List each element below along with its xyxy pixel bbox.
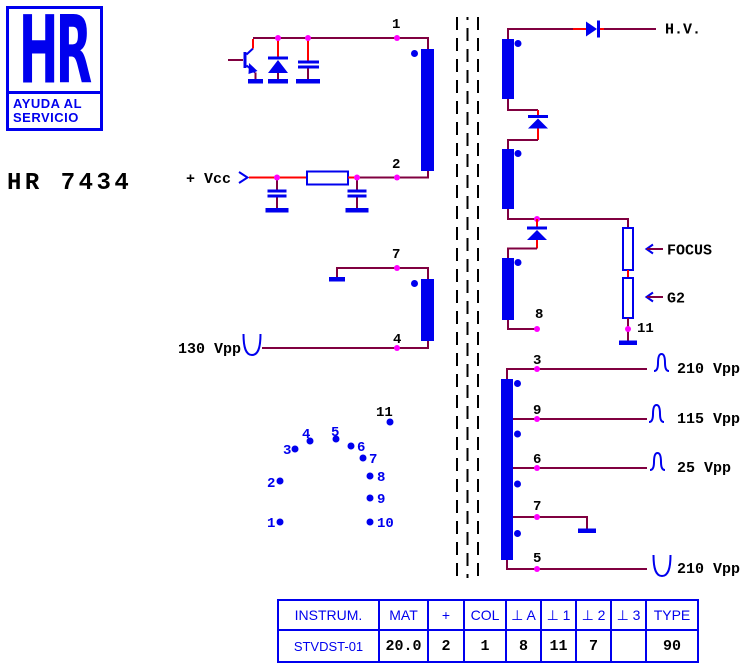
- hv-stack-diode-2: [507, 219, 547, 258]
- vpp210-bottom-label: 210 Vpp: [677, 561, 740, 578]
- pin-layout-label-11: 11: [376, 405, 393, 421]
- pin-8-label: 8: [535, 307, 543, 323]
- g2-label: G2: [667, 291, 685, 308]
- spec-table: INSTRUM. MAT + COL ⊥ A ⊥ 1 ⊥ 2 ⊥ 3 TYPE …: [277, 599, 699, 663]
- vpp210-top-label: 210 Vpp: [677, 361, 740, 378]
- winding-7-4-circuit: [262, 265, 434, 351]
- header-col: COL: [463, 599, 507, 631]
- hv-diode-icon: [586, 21, 597, 37]
- pin-layout-label-7: 7: [369, 452, 377, 468]
- hr-logo-subtitle-line1: AYUDA AL: [13, 96, 83, 111]
- header-gnd-2: ⊥ 2: [575, 599, 612, 631]
- hv-label: H.V.: [665, 22, 701, 39]
- negative-pulse-waveform-icon: [652, 554, 672, 578]
- primary-top-rail: [253, 37, 429, 49]
- pin-layout-dot-1: [276, 518, 284, 526]
- value-type: 90: [645, 629, 699, 663]
- primary-winding-1-2: [411, 49, 434, 171]
- tuning-capacitor-icon: [296, 39, 320, 84]
- vpp130-label: 130 Vpp: [178, 341, 241, 358]
- hv-winding-2: [502, 149, 629, 228]
- pin-1-label: 1: [392, 17, 400, 33]
- pin-layout-dot-6: [347, 442, 355, 450]
- hv-winding-3-pin-8: [502, 258, 540, 332]
- hr-logo-subtitle: AYUDA AL SERVICIO: [9, 91, 100, 128]
- pin-layout-dot-10: [366, 518, 374, 526]
- value-instrum: STVDST-01: [277, 629, 380, 663]
- pin-layout-label-2: 2: [267, 476, 275, 492]
- pin-layout-dot-3: [291, 445, 299, 453]
- pin-4-label: 4: [393, 332, 401, 348]
- hr-logo-letters: HR: [9, 9, 100, 91]
- pin-layout-label-6: 6: [357, 440, 365, 456]
- pin-layout-dot-8: [366, 472, 374, 480]
- vcc-label: + Vcc: [186, 171, 231, 188]
- vpp115-label: 115 Vpp: [677, 411, 740, 428]
- value-gnd-a: 8: [505, 629, 542, 663]
- value-col: 1: [463, 629, 507, 663]
- value-gnd-1: 11: [540, 629, 577, 663]
- focus-potentiometer-icon: [622, 227, 634, 271]
- spec-table-header-row: INSTRUM. MAT + COL ⊥ A ⊥ 1 ⊥ 2 ⊥ 3 TYPE: [277, 599, 699, 631]
- vpp25-label: 25 Vpp: [677, 460, 731, 477]
- focus-g2-divider: [619, 227, 663, 345]
- hr-logo-text: HR: [19, 9, 92, 91]
- header-mat: MAT: [378, 599, 429, 631]
- value-gnd-3: [610, 629, 647, 663]
- value-plus: 2: [427, 629, 465, 663]
- pin-layout-label-9: 9: [377, 492, 385, 508]
- negative-pulse-waveform-icon: [242, 333, 262, 357]
- pin-11-label: 11: [637, 321, 654, 337]
- hr-logo: HR AYUDA AL SERVICIO: [6, 6, 103, 131]
- pin-7-left-label: 7: [392, 247, 400, 263]
- pin-layout-label-1: 1: [267, 516, 275, 532]
- pin-layout-dot-11: [386, 418, 394, 426]
- pin-layout-dot-9: [366, 494, 374, 502]
- positive-pulse-waveform-icon: [649, 451, 666, 471]
- focus-label: FOCUS: [667, 243, 712, 260]
- feed-resistor-icon: [306, 170, 349, 186]
- damper-diode-icon: [268, 39, 288, 84]
- focus-arrow-icon: [644, 243, 654, 255]
- transistor-icon: [228, 39, 263, 84]
- pin-7-right-label: 7: [533, 499, 541, 515]
- pin-layout-label-4: 4: [302, 427, 310, 443]
- pin-layout-label-10: 10: [377, 516, 394, 532]
- positive-pulse-waveform-icon: [648, 403, 665, 423]
- pin-layout-diagram: 1 2 34 5 678 9 10 11: [267, 405, 394, 532]
- transformer-core-icon: [456, 17, 479, 578]
- pin-3-label: 3: [533, 353, 541, 369]
- spec-table-value-row: STVDST-01 20.0 2 1 8 11 7 90: [277, 629, 699, 663]
- hr-logo-subtitle-line2: SERVICIO: [13, 110, 79, 125]
- pin-5-label: 5: [533, 551, 541, 567]
- header-plus: +: [427, 599, 465, 631]
- pin-layout-dot-2: [276, 477, 284, 485]
- header-gnd-1: ⊥ 1: [540, 599, 577, 631]
- pin-layout-dot-5: [332, 435, 340, 443]
- header-instrum: INSTRUM.: [277, 599, 380, 631]
- value-mat: 20.0: [378, 629, 429, 663]
- header-gnd-a: ⊥ A: [505, 599, 542, 631]
- header-type: TYPE: [645, 599, 699, 631]
- g2-arrow-icon: [644, 291, 654, 303]
- positive-pulse-waveform-icon: [653, 352, 670, 372]
- pin-layout-label-3: 3: [283, 443, 291, 459]
- hv-winding-circuit: [502, 20, 656, 99]
- page-title: HR 7434: [7, 170, 133, 197]
- pin-9-label: 9: [533, 403, 541, 419]
- pin-6-label: 6: [533, 452, 541, 468]
- pin-layout-dot-7: [359, 454, 367, 462]
- g2-potentiometer-icon: [622, 277, 634, 319]
- pin-layout-label-8: 8: [377, 470, 385, 486]
- vcc-feed-circuit: [249, 170, 429, 213]
- pin-layout-label-5: 5: [331, 425, 339, 441]
- header-gnd-3: ⊥ 3: [610, 599, 647, 631]
- value-gnd-2: 7: [575, 629, 612, 663]
- vcc-input-chevron-icon: [238, 171, 250, 184]
- lower-secondary-winding: [501, 366, 647, 572]
- hv-stack-diode-1: [507, 99, 548, 149]
- pin-layout-dot-4: [306, 437, 314, 445]
- pin-2-label: 2: [392, 157, 400, 173]
